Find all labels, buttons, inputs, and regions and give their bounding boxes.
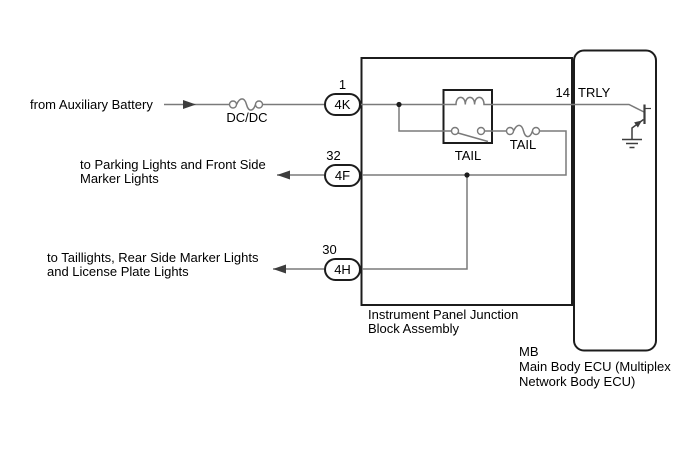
terminals bbox=[228, 100, 541, 136]
wire-switch-branch bbox=[398, 104, 452, 132]
pin-32-label: 32 bbox=[326, 148, 341, 163]
wire-coil-to-transistor bbox=[492, 103, 645, 113]
junction-dot-4f-4h bbox=[464, 172, 470, 178]
junction-block-outline bbox=[360, 57, 573, 306]
connector-4k: 4K bbox=[324, 93, 361, 116]
junction-block-label-line1: Instrument Panel Junction bbox=[368, 307, 519, 322]
junction-block-label-line2: Block Assembly bbox=[368, 321, 460, 336]
junction-dot-coil-branch bbox=[396, 101, 402, 108]
taillight-destination-line1: to Taillights, Rear Side Marker Lights bbox=[47, 250, 259, 265]
tail-relay-box bbox=[442, 89, 493, 144]
source-label: from Auxiliary Battery bbox=[30, 97, 153, 112]
pin-1-label: 1 bbox=[338, 77, 347, 92]
pin-14-label: 14 bbox=[555, 85, 570, 100]
relay-switch-blade bbox=[457, 132, 489, 143]
fuse-dcdc-terminal-left bbox=[228, 100, 238, 109]
main-body-ecu-name-line2: Network Body ECU) bbox=[519, 374, 636, 389]
pin-30-label: 30 bbox=[322, 242, 337, 257]
connector-4h: 4H bbox=[324, 258, 361, 281]
wire-branch-to-4h bbox=[362, 175, 468, 270]
fuse-dcdc-terminal-right bbox=[254, 100, 264, 109]
transistor-emitter-arrow-icon bbox=[634, 120, 642, 128]
arrow-from-battery-icon bbox=[183, 100, 196, 109]
ground-icon bbox=[622, 138, 642, 149]
arrow-to-taillights-icon bbox=[273, 264, 286, 274]
wires bbox=[164, 96, 645, 270]
arrow-to-parking-icon bbox=[277, 170, 290, 180]
main-body-ecu-name-line1: Main Body ECU (Multiplex bbox=[519, 359, 671, 374]
tail-relay-label: TAIL bbox=[454, 148, 482, 163]
fuse-tail-wave bbox=[512, 124, 534, 138]
connector-4f: 4F bbox=[324, 164, 361, 187]
parking-destination-line2: Marker Lights bbox=[80, 171, 159, 186]
relay-switch-terminal-right bbox=[476, 126, 486, 136]
fuse-dcdc-label: DC/DC bbox=[226, 110, 268, 125]
fuse-tail-terminal-right bbox=[531, 126, 541, 136]
relay-switch-terminal-left bbox=[450, 126, 460, 136]
relay-coil bbox=[444, 96, 492, 106]
main-body-ecu-code: MB bbox=[519, 344, 539, 359]
fuse-tail-label: TAIL bbox=[509, 137, 537, 152]
fuse-dcdc-wave bbox=[235, 98, 257, 111]
parking-destination-line1: to Parking Lights and Front Side bbox=[80, 157, 266, 172]
wire-fuse-to-4f bbox=[362, 130, 567, 176]
taillight-destination-line2: and License Plate Lights bbox=[47, 264, 189, 279]
fuse-tail-terminal-left bbox=[505, 126, 515, 136]
trly-pin-label: TRLY bbox=[578, 85, 611, 100]
